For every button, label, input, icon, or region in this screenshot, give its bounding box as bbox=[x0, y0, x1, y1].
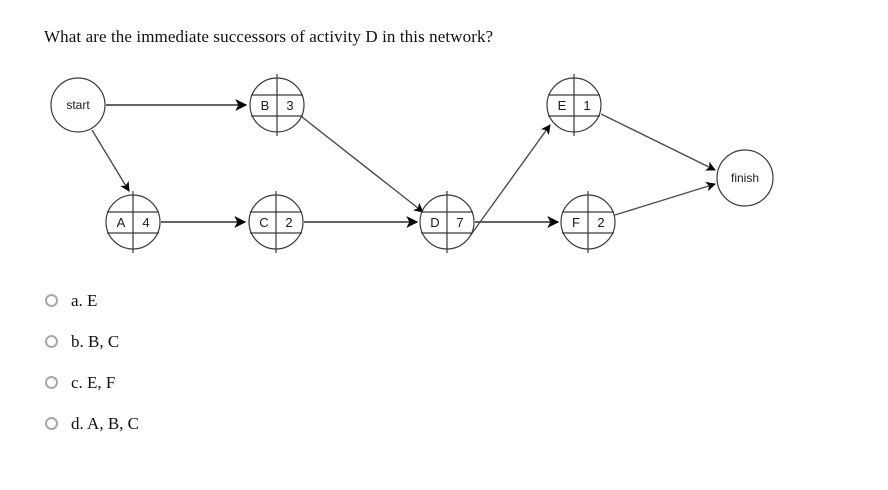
edge-d-to-e bbox=[469, 124, 551, 237]
option-label-d: d. A, B, C bbox=[71, 413, 140, 433]
node-c: C 2 bbox=[248, 191, 304, 253]
edge-f-to-finish bbox=[614, 181, 716, 216]
option-row-b[interactable]: b. B, C bbox=[40, 321, 460, 362]
node-start-label: start bbox=[66, 98, 90, 112]
node-a-duration: 4 bbox=[142, 215, 149, 230]
node-f-label: F bbox=[572, 215, 580, 230]
node-e-duration: 1 bbox=[583, 98, 590, 113]
radio-option-a[interactable] bbox=[45, 294, 58, 307]
answer-options-list: a. E b. B, C c. E, F d. A, B, C bbox=[40, 280, 460, 444]
node-d-duration: 7 bbox=[456, 215, 463, 230]
edge-e-to-finish bbox=[600, 113, 716, 171]
node-b: B 3 bbox=[249, 74, 305, 136]
network-diagram-svg: start A 4 B 3 bbox=[50, 74, 774, 253]
node-c-label: C bbox=[259, 215, 268, 230]
node-b-duration: 3 bbox=[286, 98, 293, 113]
node-finish-label: finish bbox=[731, 171, 759, 185]
option-row-d[interactable]: d. A, B, C bbox=[40, 403, 460, 444]
node-start: start bbox=[50, 77, 106, 133]
option-label-a: a. E bbox=[71, 290, 98, 310]
option-row-c[interactable]: c. E, F bbox=[40, 362, 460, 403]
network-diagram: start A 4 B 3 bbox=[0, 60, 840, 275]
node-f: F 2 bbox=[560, 191, 616, 253]
page-title: What are the immediate successors of act… bbox=[44, 27, 494, 46]
node-e-label: E bbox=[558, 98, 567, 113]
radio-option-b[interactable] bbox=[45, 335, 58, 348]
node-a: A 4 bbox=[105, 191, 161, 253]
node-layer: start A 4 B 3 bbox=[50, 74, 774, 253]
node-a-label: A bbox=[117, 215, 126, 230]
option-row-a[interactable]: a. E bbox=[40, 280, 460, 321]
node-d-label: D bbox=[430, 215, 439, 230]
edge-start-to-a bbox=[91, 129, 130, 192]
node-c-duration: 2 bbox=[285, 215, 292, 230]
node-b-label: B bbox=[261, 98, 270, 113]
edge-layer bbox=[91, 99, 716, 237]
option-label-b: b. B, C bbox=[71, 331, 120, 351]
node-d: D 7 bbox=[419, 191, 475, 253]
node-e: E 1 bbox=[546, 74, 602, 136]
option-label-c: c. E, F bbox=[71, 372, 116, 392]
radio-option-d[interactable] bbox=[45, 417, 58, 430]
node-finish: finish bbox=[716, 149, 774, 207]
radio-option-c[interactable] bbox=[45, 376, 58, 389]
node-f-duration: 2 bbox=[597, 215, 604, 230]
edge-b-to-d bbox=[301, 116, 424, 213]
